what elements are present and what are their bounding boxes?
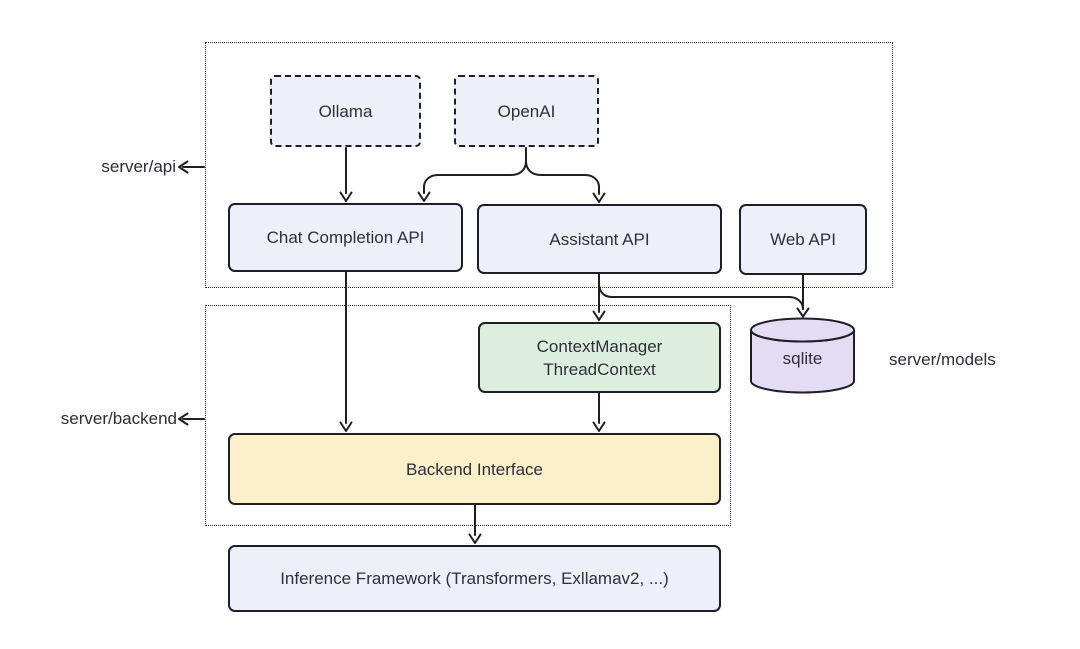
node-ollama: Ollama xyxy=(270,75,421,147)
node-context-manager-line2: ThreadContext xyxy=(543,359,656,379)
group-label-server-models: server/models xyxy=(889,350,996,369)
edge-openai-assistant xyxy=(525,160,600,195)
node-assistant-api-label: Assistant API xyxy=(549,229,650,249)
arrowhead-chat-backendinterface xyxy=(339,421,353,432)
arrowhead-assistant-context xyxy=(592,310,606,321)
edge-openai-chat xyxy=(423,147,527,194)
arrowhead-context-backendinterface xyxy=(592,421,606,432)
node-openai-label: OpenAI xyxy=(497,101,556,121)
arrowhead-label-backend xyxy=(178,412,189,426)
arrowhead-ollama-chat xyxy=(339,191,353,202)
node-inference-framework: Inference Framework (Transformers, Exlla… xyxy=(228,545,721,612)
node-web-api: Web API xyxy=(739,204,867,275)
node-backend-interface-label: Backend Interface xyxy=(405,459,544,479)
group-server-backend xyxy=(205,305,731,526)
group-label-server-backend: server/backend xyxy=(60,409,177,428)
arrowhead-web-sqlite xyxy=(796,307,810,318)
arrowhead-openai-chat xyxy=(417,191,431,202)
sqlite-cylinder xyxy=(750,317,855,394)
node-assistant-api: Assistant API xyxy=(477,204,722,274)
node-backend-interface: Backend Interface xyxy=(228,433,721,505)
group-label-server-api: server/api xyxy=(101,157,176,176)
edge-assistant-sqlite xyxy=(598,282,804,310)
arrowhead-openai-assistant xyxy=(592,192,606,203)
node-sqlite-label: sqlite xyxy=(782,349,823,368)
node-context-manager: ContextManager ThreadContext xyxy=(478,322,721,393)
node-inference-framework-label: Inference Framework (Transformers, Exlla… xyxy=(280,569,669,588)
group-server-api xyxy=(205,42,893,288)
node-openai: OpenAI xyxy=(454,75,599,147)
node-chat-completion-api: Chat Completion API xyxy=(228,203,463,272)
node-chat-completion-api-label: Chat Completion API xyxy=(266,228,425,247)
arrowhead-label-api xyxy=(178,160,189,174)
node-ollama-label: Ollama xyxy=(318,101,373,121)
node-web-api-label: Web API xyxy=(770,230,836,249)
arrowhead-backendinterface-inference xyxy=(468,533,482,544)
node-context-manager-line1: ContextManager xyxy=(536,336,663,356)
